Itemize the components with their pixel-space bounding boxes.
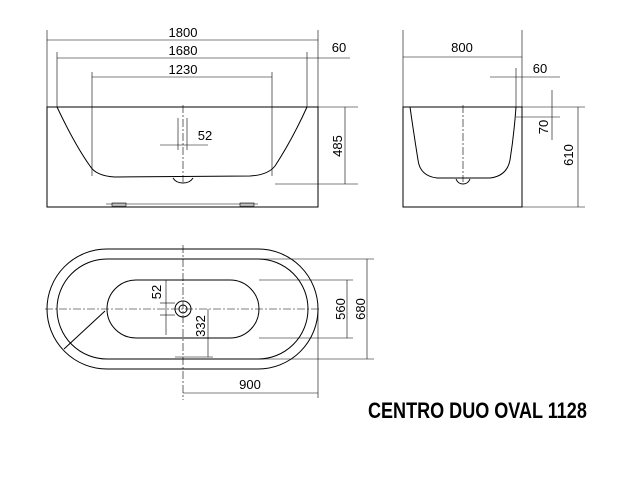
product-title: CENTRO DUO OVAL 1128 <box>368 398 587 423</box>
side-basin-profile <box>409 106 517 179</box>
dim-610: 610 <box>561 144 576 166</box>
side-view: 800 60 70 610 <box>402 30 585 208</box>
front-view: 1800 1680 1230 60 52 485 <box>46 25 358 208</box>
dim-front-60: 60 <box>332 40 346 55</box>
dim-70: 70 <box>536 120 551 134</box>
front-outer-body <box>46 106 319 208</box>
dim-680: 680 <box>353 298 368 320</box>
dim-side-60: 60 <box>533 61 547 76</box>
dim-1230: 1230 <box>169 62 198 77</box>
dim-560: 560 <box>333 298 348 320</box>
dim-332: 332 <box>193 315 208 337</box>
dim-900: 900 <box>239 377 261 392</box>
dim-1680: 1680 <box>169 43 198 58</box>
dim-800: 800 <box>451 40 473 55</box>
front-drain <box>172 177 194 184</box>
dim-485: 485 <box>330 135 345 157</box>
dim-top-52: 52 <box>149 285 164 299</box>
side-outer-body <box>402 106 523 208</box>
front-basin-profile <box>56 106 308 178</box>
dim-front-52: 52 <box>198 128 212 143</box>
top-view: 52 332 560 680 900 <box>45 245 374 400</box>
dim-1800: 1800 <box>169 25 198 40</box>
